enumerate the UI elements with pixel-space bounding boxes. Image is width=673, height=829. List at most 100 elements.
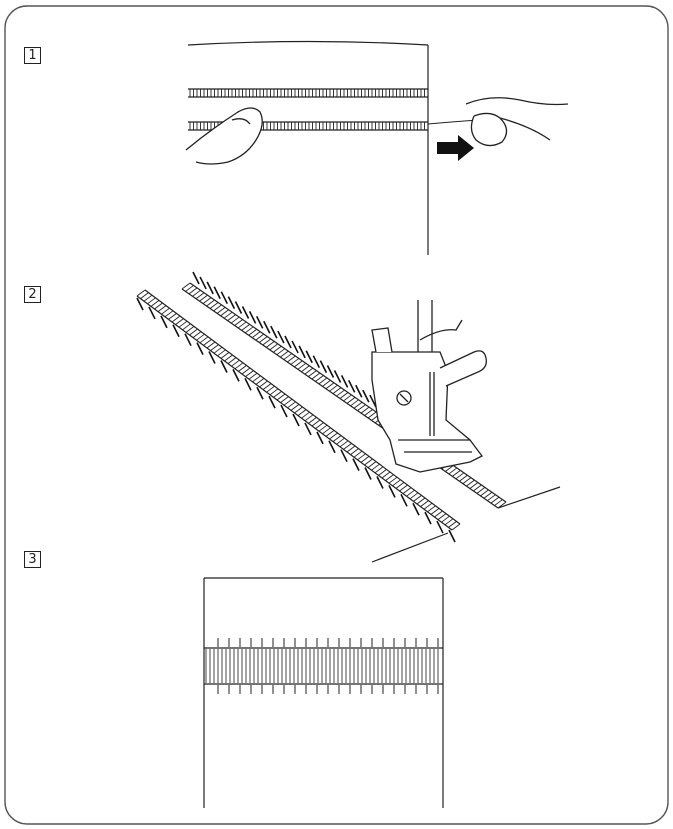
seam-hatch	[315, 422, 324, 429]
stitch-tick	[292, 413, 300, 427]
seam-hatch	[466, 479, 475, 487]
seam-hatch	[452, 470, 461, 477]
stitch-tick	[340, 375, 349, 388]
seam-hatch	[241, 367, 251, 375]
seam-hatch	[367, 461, 377, 468]
seam-hatch	[385, 474, 394, 481]
seam-hatch	[494, 499, 503, 506]
stitch-tick	[352, 458, 360, 471]
seam-hatch	[322, 427, 331, 435]
seam-hatch	[350, 399, 359, 407]
seam-hatch	[311, 372, 321, 380]
seam-hatch	[357, 453, 366, 461]
seam-hatch	[416, 497, 426, 505]
seam-hatch	[332, 387, 342, 394]
seam-hatch	[175, 318, 184, 325]
seam-hatch	[154, 302, 163, 310]
seam-hatch	[339, 440, 349, 448]
seam-hatch	[185, 326, 195, 333]
stitch-tick	[184, 333, 192, 347]
seam-hatch	[371, 463, 380, 471]
seam-hatch	[336, 437, 345, 445]
seam-hatch	[364, 409, 373, 416]
seam-hatch	[480, 489, 489, 497]
seam-hatch	[182, 323, 191, 331]
stitch-tick	[227, 296, 236, 309]
seam-hatch	[301, 365, 310, 373]
seam-hatch	[147, 297, 156, 305]
seam-hatch	[248, 328, 257, 336]
seam-hatch	[381, 471, 391, 479]
step-1-label: 1	[24, 47, 41, 64]
seam-hatch	[350, 448, 359, 455]
seam-hatch	[196, 333, 205, 341]
seam-hatch	[360, 456, 370, 463]
seam-hatch	[266, 385, 275, 393]
seam-hatch	[374, 466, 384, 474]
fabric-edge-right	[497, 486, 561, 509]
stitch-tick	[220, 360, 228, 373]
stitch-tick	[263, 320, 271, 334]
seam-hatch	[238, 365, 247, 372]
seam-hatch	[409, 492, 419, 500]
seam-hatch	[297, 362, 307, 370]
seam-hatch	[301, 411, 310, 419]
stitch-tick	[369, 394, 377, 408]
seam-hatch	[318, 377, 328, 385]
seam-hatch	[437, 513, 447, 520]
seam-hatch	[181, 282, 191, 290]
seam-hatch	[290, 358, 300, 365]
seam-hatch	[297, 409, 307, 416]
hand-icon	[185, 107, 263, 165]
stitch-tick	[241, 306, 250, 319]
seam-hatch	[287, 355, 296, 363]
seam-hatch	[164, 310, 174, 318]
seam-hatch	[220, 309, 229, 317]
seam-hatch	[406, 489, 415, 497]
seam-hatch	[423, 502, 433, 510]
stitch-tick	[172, 324, 180, 338]
seam-hatch	[339, 392, 349, 399]
stitch-tick	[248, 311, 257, 324]
seam-hatch	[490, 496, 500, 504]
seam-hatch	[245, 370, 254, 377]
seam-hatch	[199, 294, 208, 302]
stitch-tick	[316, 431, 324, 445]
seam-hatch	[171, 315, 181, 323]
stitch-tick	[213, 286, 221, 300]
seam-hatch	[252, 375, 261, 383]
seam-hatch	[276, 393, 286, 401]
seam-hatch	[353, 450, 363, 458]
seam-hatch	[311, 419, 321, 427]
seam-hatch	[469, 482, 479, 489]
seam-hatch	[322, 379, 331, 387]
stitch-tick	[340, 449, 348, 463]
seam-hatch	[161, 307, 170, 315]
seam-hatch	[206, 299, 215, 307]
seam-hatch	[185, 285, 194, 292]
stitch-tick	[326, 365, 335, 378]
seam-hatch	[280, 396, 289, 403]
seam-hatch	[483, 491, 493, 499]
seam-hatch	[213, 346, 223, 354]
seam-hatch	[346, 397, 356, 404]
stitch-tick	[412, 502, 420, 516]
seam-hatch	[248, 372, 258, 380]
seam-hatch	[230, 316, 240, 324]
seam-hatch	[462, 477, 472, 485]
stitch-tick	[436, 520, 444, 534]
stitch-tick	[277, 330, 285, 344]
stitch-tick	[312, 355, 321, 369]
seam-hatch	[445, 465, 454, 472]
stitch-tick	[448, 529, 456, 543]
seam-hatch	[357, 404, 366, 412]
stitch-tick	[284, 335, 292, 349]
seam-hatch	[402, 487, 412, 494]
seam-hatch	[304, 367, 314, 375]
seam-hatch	[360, 406, 370, 414]
seam-hatch	[329, 384, 338, 392]
stitch-tick	[136, 297, 144, 311]
